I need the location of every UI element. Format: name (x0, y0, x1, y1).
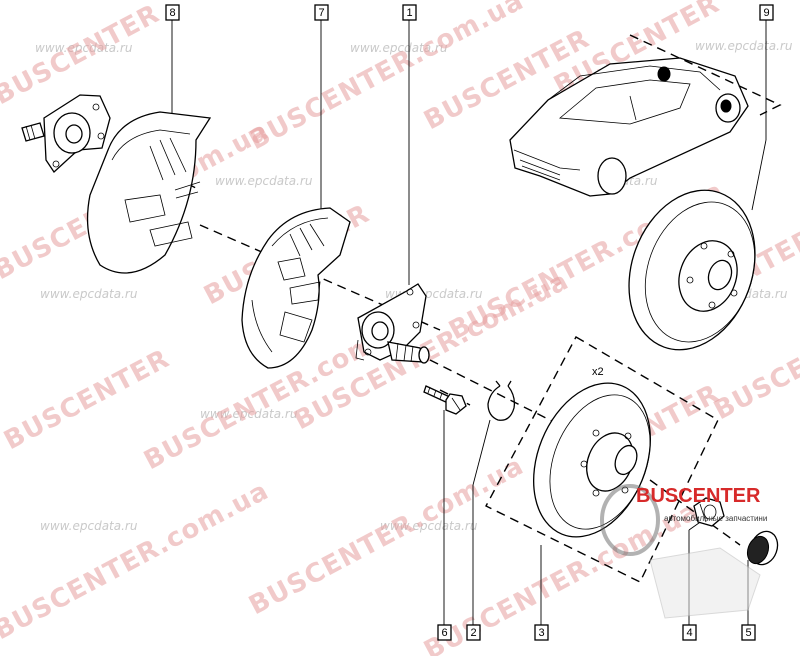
callout-box (314, 4, 329, 21)
nut-body (693, 497, 725, 527)
circlip-ring (487, 385, 516, 421)
dust-shield (241, 207, 351, 369)
cap-inner (746, 535, 770, 565)
watermark-epc: www.epcdata.ru (695, 39, 793, 53)
callout-box (165, 4, 180, 21)
callout-9[interactable]: 9 (751, 4, 774, 211)
part-6-bolt (423, 385, 467, 415)
watermark-brand-ua: BUSCENTER.com.ua (0, 476, 274, 646)
watermark-epc: www.epcdata.ru (350, 41, 448, 55)
callout-label: 8 (169, 7, 175, 19)
part-5-hub-cap (746, 530, 779, 566)
axis-line (429, 359, 621, 456)
watermark-epc: www.epcdata.ru (380, 519, 478, 533)
callout-label: 5 (745, 627, 751, 639)
axis-line (649, 479, 741, 546)
logo-van-sketch (649, 547, 761, 619)
callout-label: 9 (763, 7, 769, 19)
watermark-epc: www.epcdata.ru (215, 174, 313, 188)
watermark-epc: www.epcdata.ru (40, 287, 138, 301)
callout-box (759, 4, 774, 21)
part-9-brake-disc (628, 189, 756, 351)
logo-subtitle: автомобильные запчастини (664, 514, 767, 523)
callout-box (466, 624, 481, 641)
part-8-hub-and-backing-plate (21, 94, 212, 274)
callout-box (437, 624, 452, 641)
callout-6[interactable]: 6 (437, 410, 452, 641)
quantity-label: x2 (592, 366, 604, 378)
highlight-marker (720, 99, 732, 113)
logo-mark (600, 484, 660, 556)
watermark-epc: www.epcdata.ru (200, 407, 298, 421)
callout-2[interactable]: 2 (466, 419, 491, 641)
callout-box (682, 624, 697, 641)
callout-label: 2 (470, 627, 476, 639)
callout-box (534, 624, 549, 641)
part-2-circlip (487, 380, 516, 421)
watermark-epc: www.epcdata.ru (40, 519, 138, 533)
part-1-stub-axle (355, 283, 430, 364)
vehicle-location-sketch (509, 34, 782, 197)
watermark-brand: BUSCENTER (0, 344, 175, 456)
quantity-box (485, 336, 719, 583)
callout-label: 4 (686, 627, 692, 639)
callout-label: 6 (441, 627, 447, 639)
part-4-hub-nut (693, 497, 725, 527)
car-wheel (597, 157, 627, 195)
car-body (509, 57, 749, 197)
callout-7[interactable]: 7 (314, 4, 329, 215)
brand-logo: BUSCENTER автомобильные запчастини (600, 484, 767, 619)
callout-1[interactable]: 1 (402, 4, 417, 285)
callout-frame (629, 34, 782, 116)
callout-box (741, 624, 756, 641)
watermark-brand-ua: BUSCENTER.com.ua (244, 451, 529, 621)
logo-name: BUSCENTER (636, 485, 761, 507)
leader-line (751, 139, 767, 211)
backing-plate (86, 111, 212, 274)
callout-8[interactable]: 8 (165, 4, 180, 128)
part-7-dust-shield (241, 207, 351, 369)
leader-line (472, 419, 491, 486)
callout-label: 3 (538, 627, 544, 639)
callout-label: 1 (406, 7, 412, 19)
callout-label: 7 (318, 7, 324, 19)
watermark-epc: www.epcdata.ru (35, 41, 133, 55)
callout-box (402, 4, 417, 21)
part-3-disc-with-hub: x2 (485, 336, 719, 583)
highlight-marker (657, 66, 671, 82)
callout-3[interactable]: 3 (534, 545, 549, 641)
